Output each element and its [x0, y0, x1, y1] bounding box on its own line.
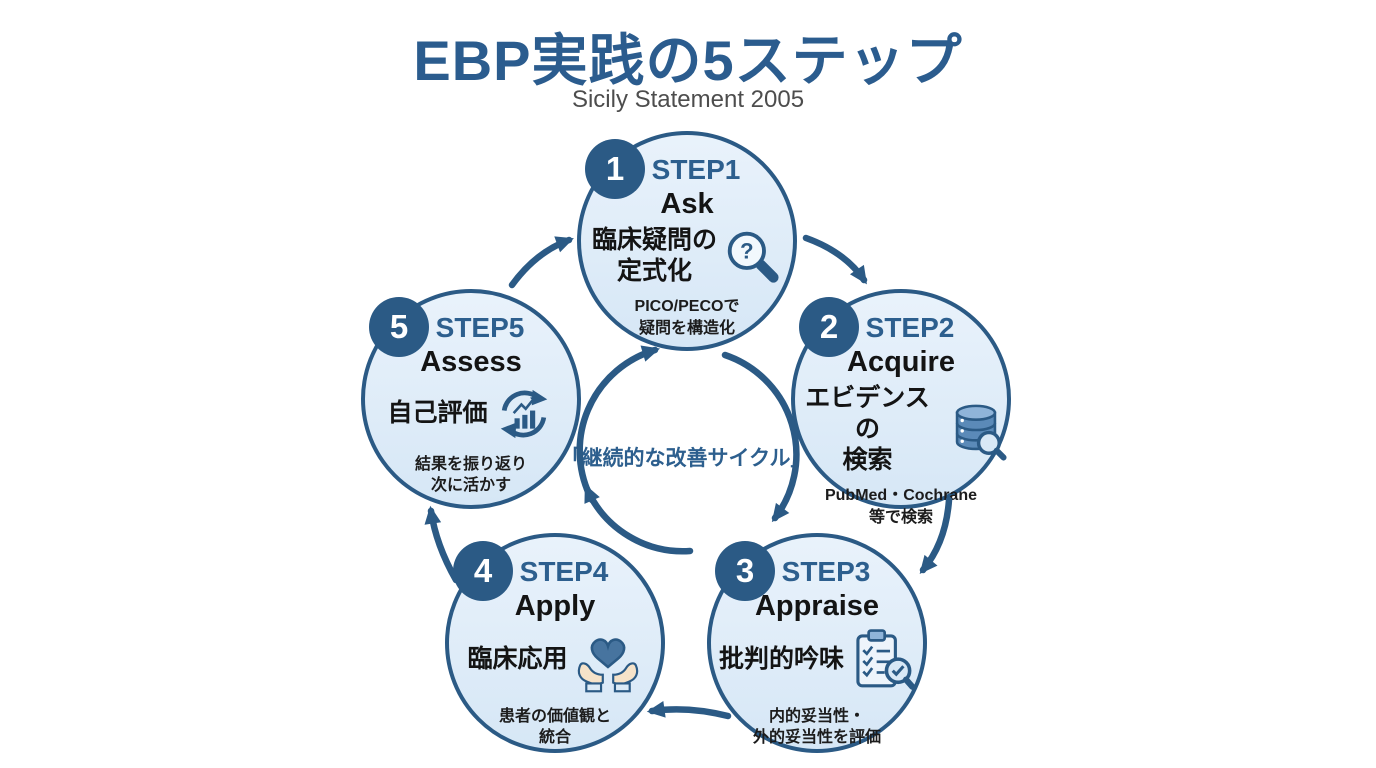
- center-cycle-label: 「継続的な改善サイクル」: [560, 447, 812, 470]
- step-english-name: Appraise: [754, 589, 880, 622]
- step-number: 2: [819, 308, 839, 345]
- magnifier-question-icon: ?: [722, 226, 782, 286]
- database-search-icon: [945, 399, 1007, 461]
- step-english-name: Acquire: [847, 345, 955, 378]
- arrow-step5-to-step1: [508, 236, 574, 289]
- step-number-badge: 4: [453, 541, 513, 601]
- step-detail-text: PICO/PECOで 疑問を構造化: [634, 298, 740, 337]
- svg-text:?: ?: [740, 239, 754, 264]
- step-label: STEP4: [519, 556, 609, 587]
- step-number: 3: [735, 552, 755, 589]
- step-circle-5: 5 STEP5 Assess 自己評価 結果を振り返り 次に活かす: [361, 289, 581, 509]
- step-detail-text: PubMed・Cochrane 等で検索: [824, 487, 978, 527]
- inner-cycle-arc-bottom: [583, 484, 694, 555]
- step-number: 4: [473, 552, 493, 589]
- step-number-badge: 1: [585, 139, 645, 199]
- step-number-badge: 5: [369, 297, 429, 357]
- arrow-step3-to-step4: [646, 700, 732, 720]
- chart-refresh-icon: [493, 383, 555, 445]
- step-japanese-title: エビデンスの 検索: [805, 383, 930, 475]
- arrow-step1-to-step2: [802, 234, 868, 285]
- step-number: 5: [389, 308, 409, 345]
- step-detail-text: 患者の価値観と 統合: [498, 707, 611, 747]
- step-label: STEP3: [781, 556, 871, 587]
- step-label: STEP2: [865, 312, 955, 343]
- step-japanese-title: 自己評価: [387, 399, 488, 428]
- step-number: 1: [605, 150, 625, 187]
- step-circle-3: 3 STEP3 Appraise 批判的吟味: [707, 533, 927, 753]
- step-circle-4: 4 STEP4 Apply 臨床応用 患者の価値観と 統合: [445, 533, 665, 753]
- page-title: EBP実践の5ステップ: [413, 29, 963, 92]
- step-english-name: Ask: [660, 187, 714, 220]
- inner-cycle-arc-right: [721, 351, 800, 523]
- step-number-badge: 2: [799, 297, 859, 357]
- checklist-search-icon: [849, 627, 915, 693]
- step-number-badge: 3: [715, 541, 775, 601]
- inner-cycle-arc-left-top: [576, 345, 661, 504]
- step-detail-text: 結果を振り返り 次に活かす: [414, 455, 527, 495]
- step-japanese-title: 臨床疑問の 定式化: [591, 225, 717, 285]
- step-label: STEP5: [435, 312, 525, 343]
- step-label: STEP1: [651, 154, 741, 185]
- step-japanese-title: 臨床応用: [467, 645, 568, 674]
- page-subtitle: Sicily Statement 2005: [571, 86, 805, 113]
- step-detail-text: 内的妥当性・ 外的妥当性を評価: [752, 707, 881, 747]
- step-circle-1: 1 STEP1 Ask 臨床疑問の 定式化 ? PICO/PECOで 疑問を構造…: [577, 131, 797, 351]
- hands-heart-icon: [573, 627, 643, 693]
- step-circle-2: 2 STEP2 Acquire エビデンスの 検索 PubMed・Cochran…: [791, 289, 1011, 526]
- step-japanese-title: 批判的吟味: [718, 645, 844, 674]
- step-english-name: Assess: [420, 345, 522, 378]
- step-english-name: Apply: [514, 589, 596, 622]
